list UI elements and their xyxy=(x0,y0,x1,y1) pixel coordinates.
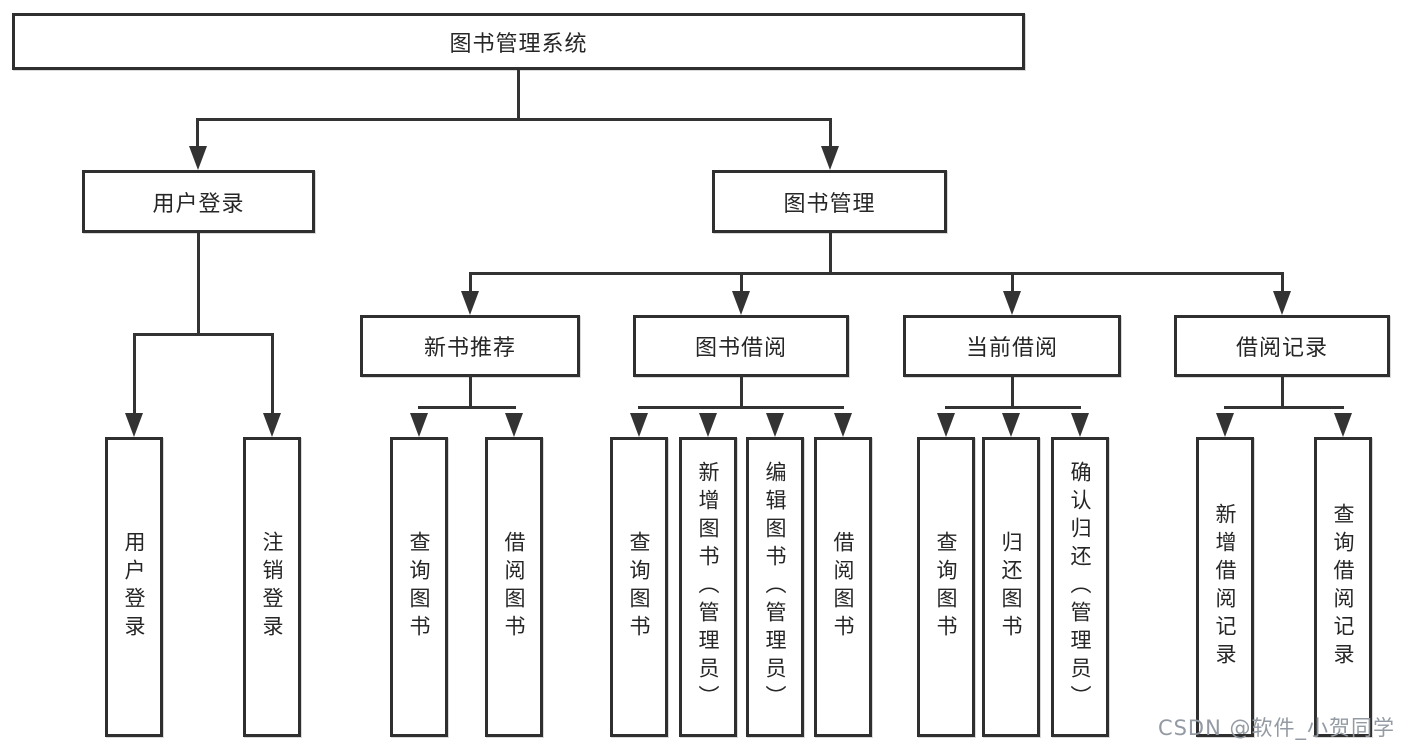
leaf-edit-book-admin: 编辑图书（管理员） xyxy=(746,437,804,737)
connector-book-mgmt-stem xyxy=(829,232,832,274)
node-book-management-label: 图书管理 xyxy=(783,191,876,217)
node-user-login-label: 用户登录 xyxy=(152,191,245,217)
leaf-label: 归还图书 xyxy=(999,531,1023,643)
node-user-login: 用户登录 xyxy=(82,170,315,233)
leaf-label: 注销登录 xyxy=(260,531,284,643)
connector-drop xyxy=(133,333,136,415)
watermark-text: CSDN @软件_小贺同学 xyxy=(1157,716,1395,740)
arrow-down-icon xyxy=(1334,413,1352,437)
leaf-label: 用户登录 xyxy=(122,531,146,643)
arrow-down-icon xyxy=(630,413,648,437)
leaf-query-books-newbooks: 查询图书 xyxy=(390,437,448,737)
connector-level3-rail xyxy=(469,272,1283,275)
arrow-down-icon xyxy=(189,146,207,170)
leaf-label: 新增图书（管理员） xyxy=(696,461,720,713)
node-current-borrowing: 当前借阅 xyxy=(903,315,1121,377)
connector-book-borrowing-stem xyxy=(740,375,743,409)
connector-drop xyxy=(1011,272,1014,293)
arrow-down-icon xyxy=(1002,413,1020,437)
arrow-down-icon xyxy=(937,413,955,437)
leaf-return-books: 归还图书 xyxy=(982,437,1040,737)
connector-user-login-stem xyxy=(197,233,200,335)
connector-new-books-stem xyxy=(469,375,472,409)
connector-book-mgmt-drop xyxy=(829,118,832,148)
connector-new-books-rail xyxy=(418,406,516,409)
leaf-confirm-return-admin: 确认归还（管理员） xyxy=(1051,437,1109,737)
leaf-query-borrow-record: 查询借阅记录 xyxy=(1314,437,1372,737)
arrow-down-icon xyxy=(410,413,428,437)
leaf-label: 查询图书 xyxy=(627,531,651,643)
connector-drop xyxy=(1281,272,1284,293)
arrow-down-icon xyxy=(834,413,852,437)
leaf-label: 新增借阅记录 xyxy=(1213,503,1237,671)
connector-borrowing-records-rail xyxy=(1224,406,1344,409)
node-borrowing-records: 借阅记录 xyxy=(1174,315,1390,377)
arrow-down-icon xyxy=(699,413,717,437)
connector-current-borrowing-rail xyxy=(945,406,1081,409)
connector-root-stem xyxy=(517,70,520,120)
arrow-down-icon xyxy=(1071,413,1089,437)
connector-level1-rail xyxy=(196,118,831,121)
arrow-down-icon xyxy=(505,413,523,437)
leaf-logout: 注销登录 xyxy=(243,437,301,737)
leaf-query-books-borrowing: 查询图书 xyxy=(610,437,668,737)
connector-drop xyxy=(469,272,472,293)
leaf-query-books-current: 查询图书 xyxy=(917,437,975,737)
node-book-management: 图书管理 xyxy=(712,170,947,233)
arrow-down-icon xyxy=(461,291,479,315)
leaf-borrow-books-newbooks: 借阅图书 xyxy=(485,437,543,737)
connector-drop xyxy=(271,333,274,415)
node-root: 图书管理系统 xyxy=(12,13,1025,70)
leaf-label: 查询图书 xyxy=(407,531,431,643)
node-book-borrowing-label: 图书借阅 xyxy=(694,336,787,361)
arrow-down-icon xyxy=(766,413,784,437)
connector-book-borrowing-rail xyxy=(638,406,844,409)
node-book-borrowing: 图书借阅 xyxy=(633,315,849,377)
arrow-down-icon xyxy=(1003,291,1021,315)
connector-user-login-rail xyxy=(133,333,274,336)
leaf-label: 编辑图书（管理员） xyxy=(763,461,787,713)
leaf-borrow-books-borrowing: 借阅图书 xyxy=(814,437,872,737)
arrow-down-icon xyxy=(1216,413,1234,437)
node-new-books: 新书推荐 xyxy=(360,315,580,377)
node-new-books-label: 新书推荐 xyxy=(423,336,516,361)
arrow-down-icon xyxy=(125,413,143,437)
leaf-label: 查询图书 xyxy=(934,531,958,643)
connector-borrowing-records-stem xyxy=(1281,375,1284,409)
node-borrowing-records-label: 借阅记录 xyxy=(1235,336,1328,361)
arrow-down-icon xyxy=(821,146,839,170)
arrow-down-icon xyxy=(263,413,281,437)
node-current-borrowing-label: 当前借阅 xyxy=(965,336,1058,361)
arrow-down-icon xyxy=(1273,291,1291,315)
leaf-label: 借阅图书 xyxy=(502,531,526,643)
connector-current-borrowing-stem xyxy=(1011,375,1014,409)
leaf-user-login: 用户登录 xyxy=(105,437,163,737)
leaf-add-borrow-record: 新增借阅记录 xyxy=(1196,437,1254,737)
leaf-label: 确认归还（管理员） xyxy=(1068,461,1092,713)
connector-drop xyxy=(740,272,743,293)
leaf-add-book-admin: 新增图书（管理员） xyxy=(679,437,737,737)
leaf-label: 查询借阅记录 xyxy=(1331,503,1355,671)
node-root-label: 图书管理系统 xyxy=(449,31,588,57)
leaf-label: 借阅图书 xyxy=(831,531,855,643)
connector-user-login-drop xyxy=(196,118,199,148)
arrow-down-icon xyxy=(732,291,750,315)
